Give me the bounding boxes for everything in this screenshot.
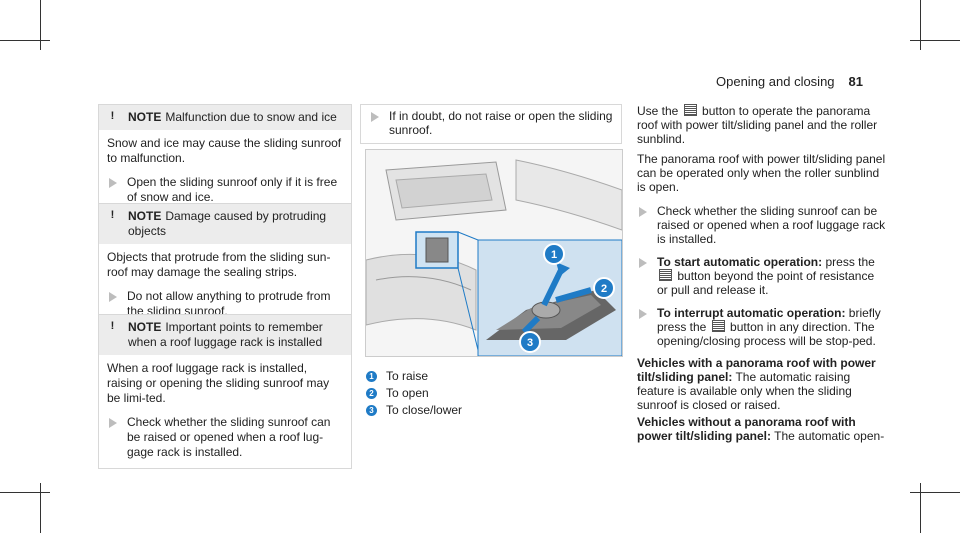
crop-mark — [0, 40, 50, 41]
legend-text: To raise — [386, 369, 429, 383]
note-text: Snow and ice may cause the sliding sunro… — [107, 136, 342, 165]
paragraph-heading: Vehicles with a panorama roof with power… — [637, 356, 876, 384]
callout-2: 2 — [601, 283, 607, 295]
legend-number: 1 — [366, 370, 377, 382]
page-number: 81 — [848, 74, 863, 89]
warning-icon: ! — [110, 110, 115, 122]
note-body: When a roof luggage rack is installed, r… — [99, 355, 351, 468]
page-header: Opening and closing 81 — [716, 74, 863, 89]
note-text: When a roof luggage rack is installed, r… — [107, 361, 330, 405]
sunroof-control-illustration: 1 2 3 — [365, 149, 623, 357]
step-text-a: press the — [825, 255, 875, 269]
illustration-svg: 1 2 3 — [366, 150, 622, 356]
note-title: Important points to remember when a roof… — [128, 320, 323, 349]
step-arrow-icon — [639, 207, 647, 217]
intro-text-b: button to operate the panorama roof with… — [637, 104, 878, 146]
instruction-step: To start automatic operation: press the … — [637, 255, 887, 297]
callout-3: 3 — [527, 337, 533, 349]
warning-icon: ! — [110, 320, 115, 332]
note-label: NOTE — [128, 320, 162, 334]
legend-text: To open — [386, 386, 429, 400]
step-text-b: button beyond the point of resistance or… — [657, 269, 875, 297]
crop-mark — [40, 483, 41, 533]
step-text: Check whether the sliding sunroof can be… — [127, 415, 331, 459]
legend-number: 3 — [366, 404, 377, 416]
note-title: Damage caused by protruding objects — [128, 209, 327, 238]
intro-text-a: Use the — [637, 104, 679, 118]
crop-mark — [920, 0, 921, 50]
step-text: Open the sliding sunroof only if it is f… — [127, 175, 338, 204]
step-heading: To interrupt automatic operation: — [657, 306, 846, 320]
illustration-legend: 1 To raise 2 To open 3 To close/lower — [366, 369, 616, 420]
step-arrow-icon — [109, 418, 117, 428]
note-label: NOTE — [128, 209, 162, 223]
legend-item: 2 To open — [366, 386, 616, 400]
legend-item: 3 To close/lower — [366, 403, 616, 417]
sunroof-button-icon — [659, 269, 672, 281]
crop-mark — [920, 483, 921, 533]
step-arrow-icon — [109, 178, 117, 188]
crop-mark — [0, 492, 50, 493]
step-arrow-icon — [371, 112, 379, 122]
note-step: Check whether the sliding sunroof can be… — [107, 415, 343, 460]
note-text: Objects that protrude from the sliding s… — [107, 250, 331, 279]
instruction-step: To interrupt automatic operation: briefl… — [637, 306, 887, 348]
warning-icon: ! — [110, 209, 115, 221]
paragraph-text: The automatic raising feature is availab… — [637, 370, 852, 412]
tip-text: If in doubt, do not raise or open the sl… — [389, 109, 613, 137]
sunroof-button-icon — [683, 104, 697, 116]
step-heading: To start automatic operation: — [657, 255, 823, 269]
step-arrow-icon — [639, 258, 647, 268]
legend-number: 2 — [366, 387, 377, 399]
step-text: Check whether the sliding sunroof can be… — [657, 204, 886, 246]
legend-item: 1 To raise — [366, 369, 616, 383]
right-column: Use the button to operate the panorama r… — [637, 104, 887, 443]
instruction-step: Check whether the sliding sunroof can be… — [637, 204, 887, 246]
crop-mark — [40, 0, 41, 50]
callout-1: 1 — [551, 249, 557, 261]
legend-text: To close/lower — [386, 403, 463, 417]
paragraph: Vehicles with a panorama roof with power… — [637, 356, 887, 412]
step-text-a: briefly press the — [657, 306, 881, 334]
step-arrow-icon — [639, 309, 647, 319]
tip-step: If in doubt, do not raise or open the sl… — [369, 109, 613, 137]
intro-paragraph: Use the button to operate the panorama r… — [637, 104, 887, 146]
note-step: Open the sliding sunroof only if it is f… — [107, 175, 343, 205]
crop-mark — [910, 492, 960, 493]
sunroof-button-icon — [711, 320, 725, 332]
middle-column: If in doubt, do not raise or open the sl… — [360, 104, 622, 144]
note-title: Malfunction due to snow and ice — [165, 110, 337, 124]
paragraph: The panorama roof with power tilt/slidin… — [637, 152, 886, 194]
tip-box: If in doubt, do not raise or open the sl… — [360, 104, 622, 144]
paragraph-text: The automatic open- — [774, 429, 885, 443]
section-title: Opening and closing — [716, 74, 835, 89]
note-label: NOTE — [128, 110, 162, 124]
step-arrow-icon — [109, 292, 117, 302]
paragraph: Vehicles without a panorama roof with po… — [637, 415, 887, 443]
step-text-b: button in any direction. The opening/clo… — [657, 320, 876, 348]
crop-mark — [910, 40, 960, 41]
paragraph-heading: Vehicles without a panorama roof with po… — [637, 415, 856, 443]
note-body: Snow and ice may cause the sliding sunro… — [99, 130, 351, 213]
